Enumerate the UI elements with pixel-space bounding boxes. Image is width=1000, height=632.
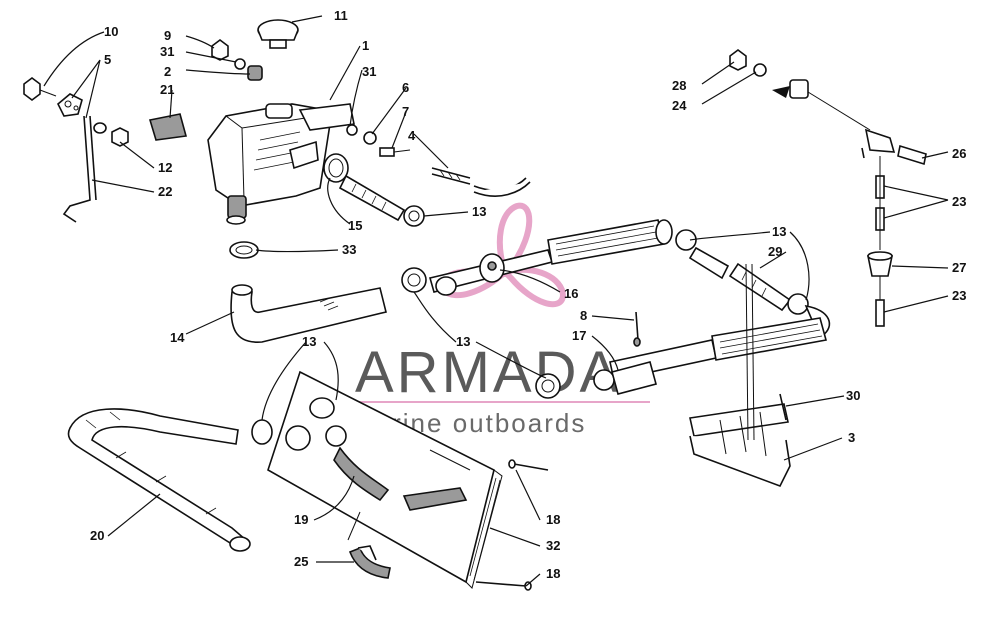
screw-part bbox=[508, 459, 549, 471]
callout-13: 13 bbox=[302, 334, 316, 349]
callout-29: 29 bbox=[768, 244, 782, 259]
callout-1: 1 bbox=[362, 38, 369, 53]
radiator-cap-part bbox=[257, 19, 299, 49]
callout-31: 31 bbox=[362, 64, 376, 79]
nut-part bbox=[729, 49, 747, 71]
spacer-part bbox=[247, 65, 263, 81]
callout-12: 12 bbox=[158, 160, 172, 175]
hose-clamp-part bbox=[787, 293, 809, 315]
decal-part bbox=[148, 113, 188, 141]
leader-lines bbox=[43, 15, 949, 587]
callout-18: 18 bbox=[546, 512, 560, 527]
callout-23: 23 bbox=[952, 288, 966, 303]
washer-part bbox=[346, 124, 358, 136]
callout-31: 31 bbox=[160, 44, 174, 59]
support-rod-part bbox=[62, 115, 97, 223]
pin-part bbox=[633, 311, 641, 347]
callout-2: 2 bbox=[164, 64, 171, 79]
callout-33: 33 bbox=[342, 242, 356, 257]
callout-28: 28 bbox=[672, 78, 686, 93]
callout-17: 17 bbox=[572, 328, 586, 343]
clip-part bbox=[348, 545, 391, 579]
heat-exchanger-part bbox=[429, 219, 673, 296]
callout-13: 13 bbox=[472, 204, 486, 219]
callout-13: 13 bbox=[456, 334, 470, 349]
nut-part bbox=[211, 39, 229, 61]
hose-clamp-part bbox=[323, 153, 349, 183]
callout-14: 14 bbox=[170, 330, 185, 345]
watermark: ARMADA marine outboards bbox=[352, 202, 650, 438]
hose-part bbox=[338, 174, 406, 222]
heat-exchanger-part bbox=[593, 317, 828, 395]
overflow-hose-part bbox=[431, 167, 531, 197]
callout-6: 6 bbox=[402, 80, 409, 95]
hose-clamp-part bbox=[229, 241, 259, 259]
callout-7: 7 bbox=[402, 104, 409, 119]
callout-15: 15 bbox=[348, 218, 362, 233]
screw-part bbox=[475, 581, 532, 591]
callout-8: 8 bbox=[580, 308, 587, 323]
callout-25: 25 bbox=[294, 554, 308, 569]
washer-part bbox=[753, 63, 767, 77]
callout-13: 13 bbox=[772, 224, 786, 239]
hose-part bbox=[875, 276, 885, 327]
coolant-tank-part bbox=[207, 103, 355, 225]
callout-18: 18 bbox=[546, 566, 560, 581]
callout-23: 23 bbox=[952, 194, 966, 209]
callout-20: 20 bbox=[90, 528, 104, 543]
nut-part bbox=[363, 131, 377, 145]
washer-part bbox=[234, 58, 246, 70]
callout-27: 27 bbox=[952, 260, 966, 275]
washer-nut-part bbox=[93, 122, 129, 147]
callout-19: 19 bbox=[294, 512, 308, 527]
bracket-part bbox=[57, 93, 83, 117]
grommet-part bbox=[772, 79, 871, 131]
hose-part bbox=[875, 156, 885, 250]
mount-bracket-part bbox=[689, 263, 791, 488]
hose-part bbox=[688, 246, 792, 312]
callout-9: 9 bbox=[164, 28, 171, 43]
callout-10: 10 bbox=[104, 24, 118, 39]
hose-part bbox=[67, 408, 251, 552]
bolt-part bbox=[379, 147, 411, 157]
callout-4: 4 bbox=[408, 128, 416, 143]
callout-26: 26 bbox=[952, 146, 966, 161]
callout-16: 16 bbox=[564, 286, 578, 301]
hose-clamp-part bbox=[401, 267, 427, 293]
tee-fitting-part bbox=[861, 128, 927, 166]
hose-clamp-part bbox=[403, 205, 425, 227]
hose-clamp-part bbox=[535, 373, 561, 399]
callout-3: 3 bbox=[848, 430, 855, 445]
pin-part bbox=[779, 393, 787, 421]
filter-part bbox=[867, 251, 893, 277]
radiator-panel-part bbox=[267, 370, 503, 589]
callout-30: 30 bbox=[846, 388, 860, 403]
callout-24: 24 bbox=[672, 98, 687, 113]
hose-clamp-part bbox=[675, 229, 697, 251]
elbow-hose-part bbox=[230, 284, 387, 343]
hose-clamp-part bbox=[251, 419, 273, 445]
callout-32: 32 bbox=[546, 538, 560, 553]
callout-22: 22 bbox=[158, 184, 172, 199]
callout-11: 11 bbox=[334, 8, 348, 23]
callout-21: 21 bbox=[160, 82, 174, 97]
callout-5: 5 bbox=[104, 52, 111, 67]
callout-labels: 10 5 9 31 2 21 11 1 31 6 7 4 12 22 15 13… bbox=[90, 8, 966, 581]
bolt-part bbox=[23, 77, 57, 101]
watermark-brand: ARMADA bbox=[355, 340, 621, 405]
